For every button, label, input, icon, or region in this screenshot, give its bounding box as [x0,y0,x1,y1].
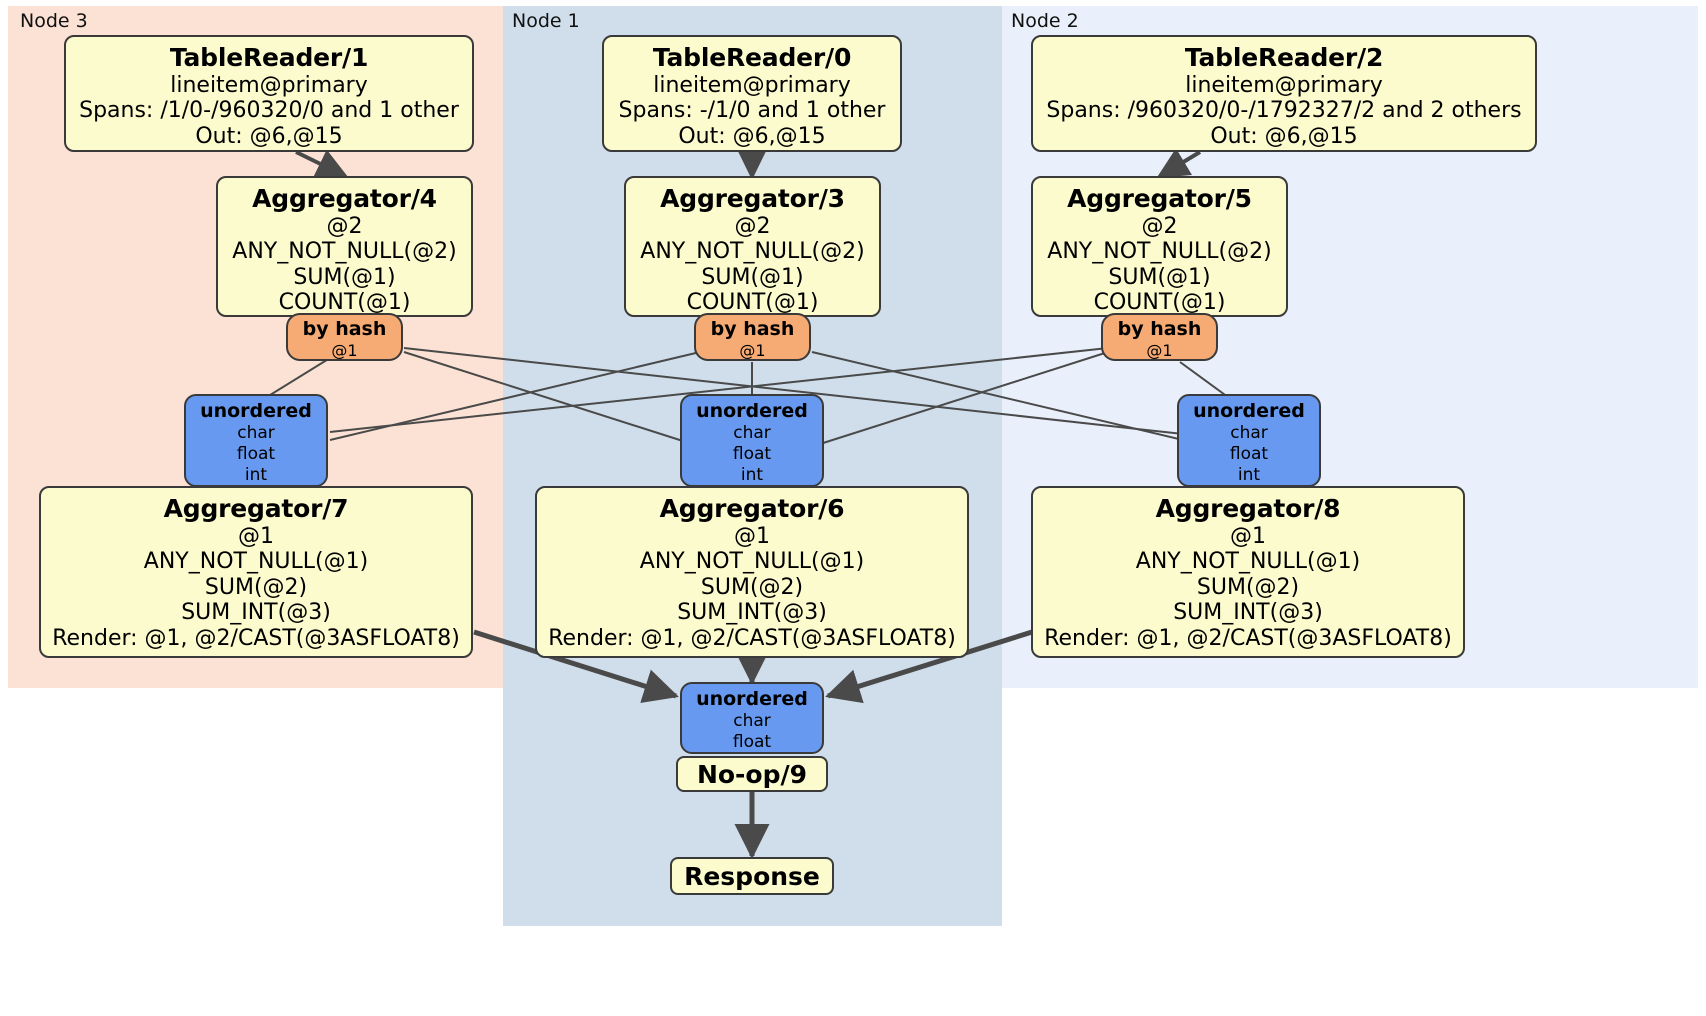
sync-line: char [1230,423,1268,444]
router-line: @1 [1146,340,1173,360]
box-line: @2 [326,213,363,239]
sync-title: unordered [696,400,808,422]
box-title: Aggregator/7 [163,494,349,523]
box-line: ANY_NOT_NULL(@2) [232,239,457,265]
box-title: Aggregator/8 [1155,494,1341,523]
sync-line: float [732,443,772,464]
box-line: SUM_INT(@3) [677,600,827,626]
box-title: TableReader/1 [169,43,369,72]
box-line: Render: @1, @2/CAST(@3ASFLOAT8) [1044,625,1452,651]
box-line: Spans: -/1/0 and 1 other [618,98,886,124]
box-line: lineitem@primary [1185,72,1383,98]
box-title: Aggregator/5 [1067,184,1252,213]
processor-box-aggregator-6[interactable]: Aggregator/6 @1 ANY_NOT_NULL(@1) SUM(@2)… [535,486,969,658]
box-line: Out: @6,@15 [678,123,826,149]
box-line: SUM(@1) [1108,264,1211,290]
box-line: SUM(@2) [700,574,804,600]
synchronizer-unordered-final[interactable]: unordered char float [680,682,824,754]
processor-box-tablereader-1[interactable]: TableReader/1 lineitem@primary Spans: /1… [64,35,474,152]
box-line: Render: @1, @2/CAST(@3ASFLOAT8) [52,625,460,651]
box-line: SUM_INT(@3) [1173,600,1323,626]
processor-box-aggregator-8[interactable]: Aggregator/8 @1 ANY_NOT_NULL(@1) SUM(@2)… [1031,486,1465,658]
box-line: lineitem@primary [170,72,368,98]
sync-line: float [732,731,772,752]
processor-box-tablereader-0[interactable]: TableReader/0 lineitem@primary Spans: -/… [602,35,902,152]
box-line: SUM(@2) [1196,574,1300,600]
synchronizer-unordered-6[interactable]: unordered char float int [680,394,824,487]
box-line: COUNT(@1) [686,290,819,316]
node-label-node1: Node 1 [512,10,580,32]
node-label-node3: Node 3 [20,10,88,32]
box-line: ANY_NOT_NULL(@1) [143,549,369,575]
box-line: SUM(@1) [293,264,396,290]
output-router-by-hash-5[interactable]: by hash @1 [1101,313,1218,361]
box-line: ANY_NOT_NULL(@1) [1135,549,1361,575]
box-title: No-op/9 [696,759,808,789]
box-line: ANY_NOT_NULL(@2) [640,239,865,265]
box-line: lineitem@primary [653,72,851,98]
box-line: SUM(@1) [701,264,804,290]
sync-title: unordered [200,400,312,422]
router-title: by hash [1117,318,1202,340]
synchronizer-unordered-8[interactable]: unordered char float int [1177,394,1321,487]
box-title: Aggregator/4 [252,184,437,213]
sync-line: int [1237,464,1261,485]
processor-box-response[interactable]: Response [670,857,834,895]
router-title: by hash [710,318,795,340]
box-title: Aggregator/6 [659,494,845,523]
box-title: Response [684,861,820,891]
box-title: TableReader/2 [1184,43,1384,72]
processor-box-aggregator-7[interactable]: Aggregator/7 @1 ANY_NOT_NULL(@1) SUM(@2)… [39,486,473,658]
sync-line: float [236,443,276,464]
output-router-by-hash-4[interactable]: by hash @1 [286,313,403,361]
box-line: @2 [734,213,771,239]
sync-line: char [733,423,771,444]
box-title: TableReader/0 [652,43,852,72]
box-line: COUNT(@1) [1093,290,1226,316]
box-line: @1 [238,523,274,549]
router-line: @1 [331,340,358,360]
processor-box-tablereader-2[interactable]: TableReader/2 lineitem@primary Spans: /9… [1031,35,1537,152]
box-line: Spans: /960320/0-/1792327/2 and 2 others [1046,98,1522,124]
sync-line: int [244,464,268,485]
box-line: @1 [1230,523,1266,549]
router-line: @1 [739,340,766,360]
box-line: COUNT(@1) [278,290,411,316]
box-line: Out: @6,@15 [1210,123,1358,149]
box-line: Out: @6,@15 [195,123,343,149]
box-line: Render: @1, @2/CAST(@3ASFLOAT8) [548,625,956,651]
node-label-node2: Node 2 [1011,10,1079,32]
box-line: ANY_NOT_NULL(@1) [639,549,865,575]
box-title: Aggregator/3 [660,184,845,213]
box-line: ANY_NOT_NULL(@2) [1047,239,1272,265]
box-line: SUM(@2) [204,574,308,600]
sync-title: unordered [696,688,808,710]
processor-box-aggregator-3[interactable]: Aggregator/3 @2 ANY_NOT_NULL(@2) SUM(@1)… [624,176,881,317]
processor-box-aggregator-5[interactable]: Aggregator/5 @2 ANY_NOT_NULL(@2) SUM(@1)… [1031,176,1288,317]
sync-title: unordered [1193,400,1305,422]
router-title: by hash [302,318,387,340]
box-line: @1 [734,523,770,549]
processor-box-aggregator-4[interactable]: Aggregator/4 @2 ANY_NOT_NULL(@2) SUM(@1)… [216,176,473,317]
processor-box-noop-9[interactable]: No-op/9 [676,756,828,792]
output-router-by-hash-3[interactable]: by hash @1 [694,313,811,361]
box-line: @2 [1141,213,1178,239]
sync-line: char [733,711,771,732]
sync-line: int [740,464,764,485]
synchronizer-unordered-7[interactable]: unordered char float int [184,394,328,487]
box-line: SUM_INT(@3) [181,600,331,626]
sync-line: float [1229,443,1269,464]
sync-line: char [237,423,275,444]
box-line: Spans: /1/0-/960320/0 and 1 other [79,98,459,124]
